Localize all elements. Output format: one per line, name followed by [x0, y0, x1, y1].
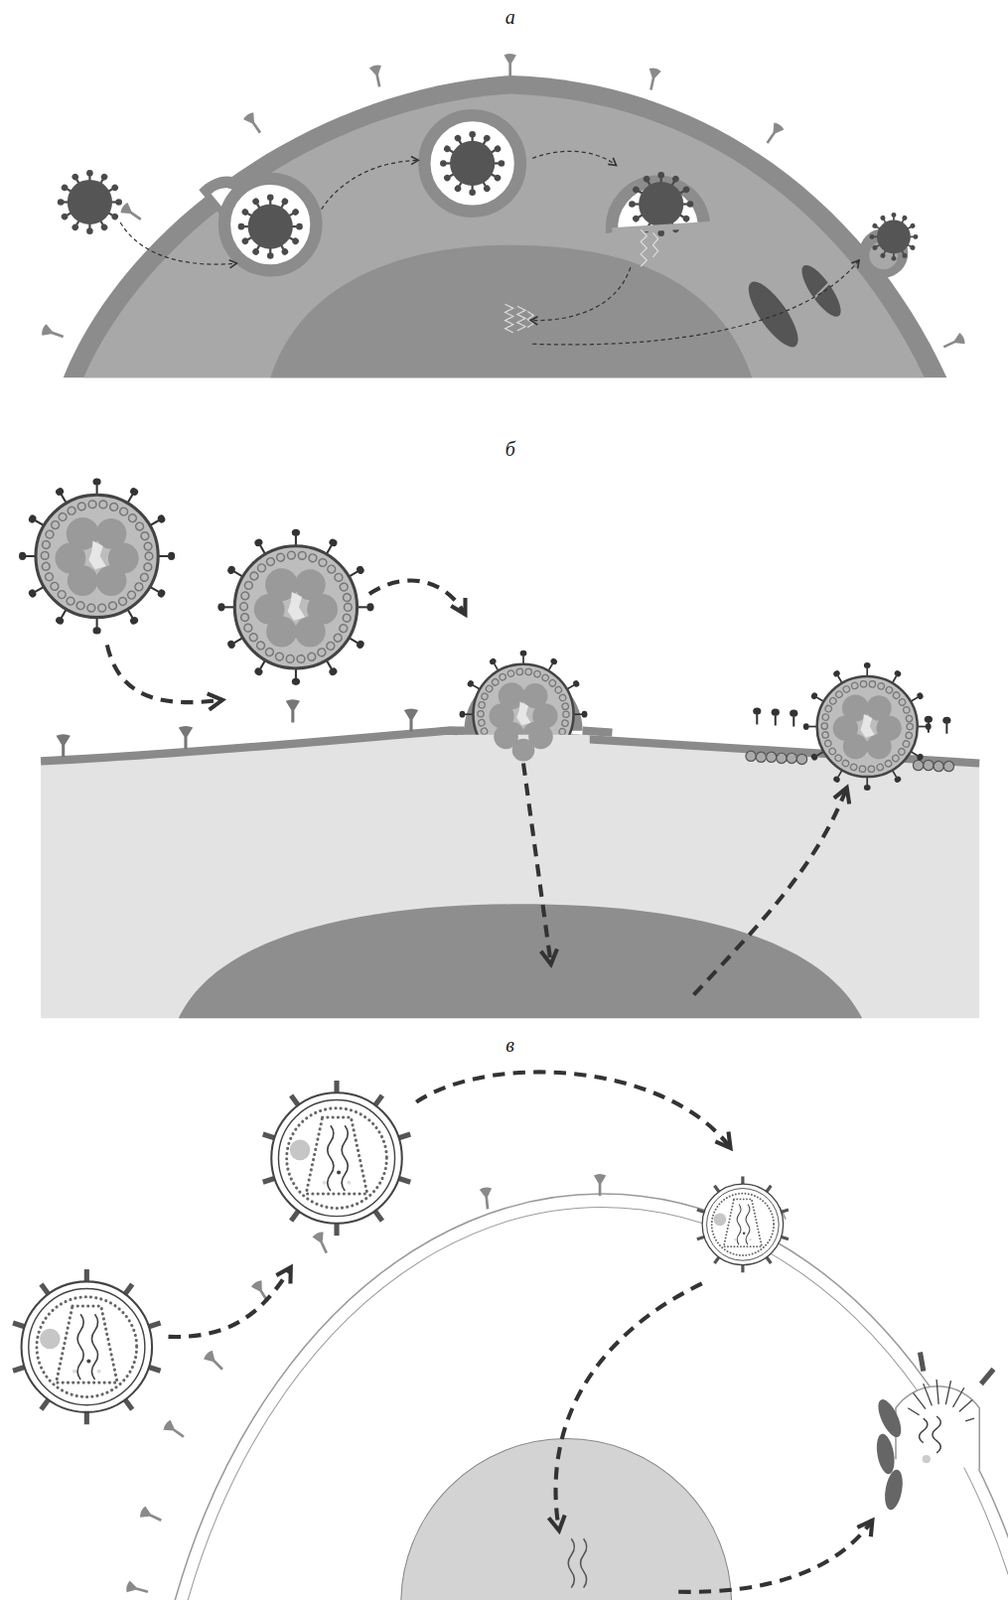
- viral-rna: [505, 229, 659, 333]
- pathway-arrows: [120, 150, 860, 345]
- endocytic-pit: [224, 178, 316, 271]
- cell-nucleus: [401, 1439, 732, 1600]
- membrane-spikes: [752, 708, 951, 734]
- cell-cytoplasm: [40, 730, 980, 1019]
- panel-a-illustration: [40, 53, 967, 378]
- cell-membrane: [143, 1193, 1008, 1600]
- cell-nucleus: [270, 245, 752, 379]
- pathway-arrows: [168, 1071, 873, 1591]
- cell-nucleus: [178, 903, 863, 1018]
- panel-c-illustration: [12, 1071, 1008, 1600]
- pathway-arrows: [107, 579, 848, 995]
- cell-membrane: [63, 75, 948, 378]
- receptors: [56, 699, 420, 757]
- panel-letter: б: [505, 438, 516, 459]
- panel-b-illustration: [18, 477, 980, 1018]
- endosome: [424, 115, 521, 212]
- budding-virion: [873, 1351, 995, 1511]
- proviral-rna: [568, 1538, 586, 1587]
- panel-letter: в: [505, 1034, 515, 1055]
- cell-cytoplasm: [83, 94, 925, 379]
- receptors: [125, 1173, 606, 1598]
- receptors: [40, 53, 967, 353]
- panel-letter: а: [505, 6, 516, 27]
- endoplasmic-reticulum: [739, 260, 848, 354]
